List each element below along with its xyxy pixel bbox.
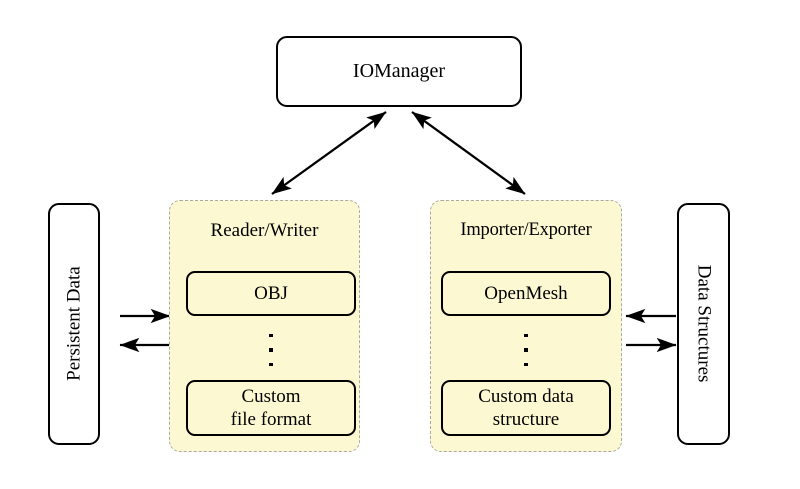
node-obj-label: OBJ — [254, 282, 288, 304]
node-custom-data-structure-line2: structure — [492, 409, 560, 430]
node-persistent-data-label: Persistent Data — [63, 266, 85, 382]
ellipsis-importer-exporter — [516, 331, 536, 369]
node-openmesh[interactable]: OpenMesh — [441, 271, 611, 316]
node-custom-data-structure-line1: Custom data — [478, 385, 574, 407]
node-obj[interactable]: OBJ — [186, 271, 356, 316]
node-custom-file-format-label: Custom file format — [231, 385, 312, 431]
node-custom-data-structure[interactable]: Custom data structure — [441, 380, 611, 436]
node-openmesh-label: OpenMesh — [484, 282, 568, 304]
connector-iomanager-readerwriter — [271, 111, 387, 195]
group-importer-exporter-title: Importer/Exporter — [460, 220, 592, 240]
node-custom-file-format-line2: file format — [230, 409, 312, 430]
node-custom-file-format-line1: Custom — [241, 385, 301, 407]
node-iomanager[interactable]: IOManager — [276, 36, 522, 107]
node-persistent-data[interactable]: Persistent Data — [48, 203, 100, 445]
node-custom-file-format[interactable]: Custom file format — [186, 380, 356, 436]
group-reader-writer-title: Reader/Writer — [210, 220, 319, 241]
connector-iomanager-importerexporter — [411, 111, 526, 195]
ellipsis-reader-writer — [261, 331, 281, 369]
node-custom-data-structure-label: Custom data structure — [478, 385, 574, 431]
node-data-structures-label: Data Structures — [693, 265, 715, 383]
node-iomanager-label: IOManager — [352, 60, 446, 83]
node-data-structures[interactable]: Data Structures — [677, 203, 730, 445]
